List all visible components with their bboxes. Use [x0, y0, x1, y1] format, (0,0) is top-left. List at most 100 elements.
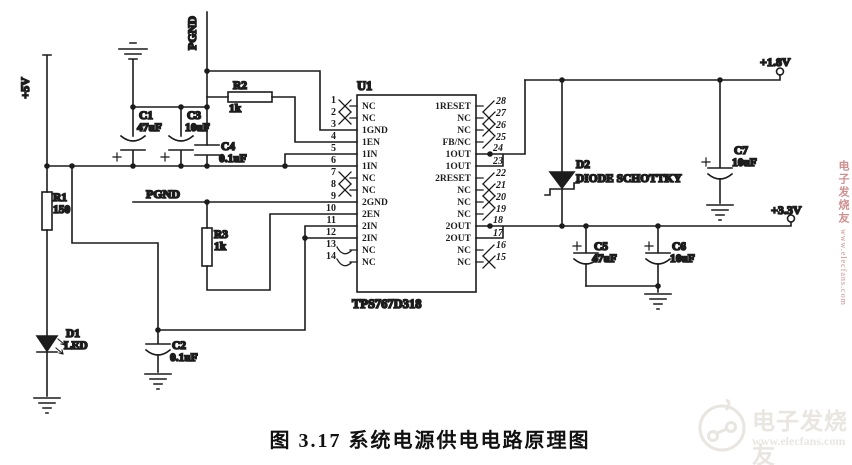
c7-plate [707, 79, 733, 169]
c6-plus-mark [644, 241, 654, 251]
d1-triangle [35, 335, 59, 353]
pin-number: 24 [492, 143, 503, 154]
pin-label: NC [457, 258, 471, 268]
c5-value: 47uF [592, 253, 617, 265]
pin-number: 6 [331, 155, 336, 166]
pin-number: 14 [326, 251, 336, 262]
capacitor-c1: C1 47uF [112, 106, 163, 167]
ground-symbol-c6 [644, 293, 672, 310]
c6-ref: C6 [672, 241, 686, 253]
net-label-1v8: +1.8V [760, 55, 791, 69]
pin-label: 1GND [362, 126, 388, 136]
pin-label: 1EN [362, 138, 380, 148]
r3-value: 1k [214, 241, 227, 253]
watermark-corner: 电子发烧友 www.elecfans.com [696, 398, 848, 465]
pin-number: 22 [495, 168, 506, 179]
watermark-url: www.elecfans.com [752, 434, 846, 448]
c4-ref: C4 [221, 141, 235, 153]
ground-symbol-c7 [706, 204, 734, 221]
wire-5v-rail [42, 54, 358, 167]
wire-cap-top-bus [132, 106, 208, 137]
pin-label: 2GND [362, 198, 388, 208]
net-label-3v3: +3.3V [771, 203, 802, 217]
pin-label: 2IN [362, 222, 377, 232]
terminal-1v8 [775, 67, 785, 76]
pin-number: 25 [495, 132, 506, 143]
pin-label: 1IN [362, 150, 377, 160]
c7-value: 10uF [732, 157, 757, 169]
ic-right-pin-numbers: 28 27 26 25 24 23 22 21 20 19 18 17 16 1… [492, 96, 507, 263]
d2-ref: D2 [576, 159, 590, 171]
r3-ref: R3 [214, 229, 228, 241]
pin-number: 15 [496, 252, 506, 263]
ic-right-pin-labels: 1RESET NC NC FB/NC 1OUT 1OUT 2RESET NC N… [435, 102, 472, 268]
pin-label: 2IN [362, 234, 377, 244]
pin-label: NC [457, 246, 471, 256]
resistor-r3: R3 1k [201, 201, 358, 291]
ic-left-nc-marks [336, 99, 358, 267]
pin-label: NC [362, 102, 376, 112]
ic-left-pin-labels: NC NC 1GND 1EN 1IN 1IN NC NC 2GND 2EN 2I… [362, 102, 388, 268]
d2-value: DIODE SCHOTTKY [576, 173, 682, 185]
pin-number: 19 [496, 204, 506, 215]
watermark-side-brand: 电子发烧友 [837, 160, 849, 225]
capacitor-c7: C7 10uF [701, 79, 758, 221]
pin-label: 1OUT [446, 162, 472, 172]
ground-symbol-d1 [33, 397, 61, 414]
wire-2in-feed [71, 165, 358, 331]
wire-2out: +3.3V [475, 202, 803, 239]
pin-number: 16 [496, 240, 506, 251]
pin-label: NC [457, 114, 471, 124]
pin-label: NC [362, 114, 376, 124]
c2-value: 0.1uF [170, 352, 198, 364]
junction-dots [44, 68, 723, 333]
power-input-5v: +5V [17, 54, 358, 167]
pin-number: 10 [326, 203, 336, 214]
c5-plus-mark [572, 241, 582, 251]
ic-u1: U1 TPS767D318 1 2 3 [326, 78, 507, 312]
r3-body [201, 227, 213, 267]
d1-ref: D1 [66, 328, 80, 340]
pin-label: FB/NC [443, 138, 472, 148]
rail-3v3 [475, 221, 792, 239]
ic-part-number: TPS767D318 [352, 297, 421, 311]
r1-value: 150 [53, 204, 71, 216]
pin-label: 2EN [362, 210, 380, 220]
c1-curved-plate [119, 134, 147, 142]
watermark-side: 电子发烧友 www.elecfans.com [835, 160, 851, 306]
c4-value: 0.1uF [219, 153, 247, 165]
pin-label: 1OUT [446, 150, 472, 160]
c3-plus-mark [160, 152, 170, 162]
r2-value: 1k [229, 103, 242, 115]
net-pgnd-mid: PGND [132, 186, 358, 203]
pin-number: 4 [331, 131, 336, 142]
pin-label: 1IN [362, 162, 377, 172]
c1-plus-mark [112, 152, 122, 162]
net-label-pgnd-top: PGND [185, 16, 199, 50]
c6-value: 10uF [670, 253, 695, 265]
capacitor-c5: C5 47uF [572, 225, 618, 287]
c7-ref: C7 [734, 145, 748, 157]
pin-label: NC [457, 186, 471, 196]
pin-number: 17 [493, 228, 504, 239]
net-label-5v: +5V [18, 77, 32, 99]
net-label-pgnd-mid: PGND [146, 187, 180, 201]
wire-1out: +1.8V [475, 54, 792, 167]
pin-label: 1RESET [435, 102, 472, 112]
ground-symbol-c2 [144, 373, 172, 390]
pin-label: 2OUT [446, 222, 472, 232]
wire-r3-to-2en [206, 213, 358, 291]
ic-right-nc-marks [475, 100, 496, 269]
pin-number: 27 [495, 108, 507, 119]
d1-led-arrows [55, 338, 66, 355]
ground-symbol-top [118, 42, 148, 108]
pin-label: 2OUT [446, 234, 472, 244]
elecfans-logo [698, 398, 746, 452]
pin-label: NC [457, 210, 471, 220]
pin-label: NC [362, 258, 376, 268]
resistor-r2: R2 1k [206, 79, 358, 143]
d2-triangle [548, 171, 576, 190]
c3-ref: C3 [187, 110, 201, 122]
c5-plate [573, 225, 599, 254]
